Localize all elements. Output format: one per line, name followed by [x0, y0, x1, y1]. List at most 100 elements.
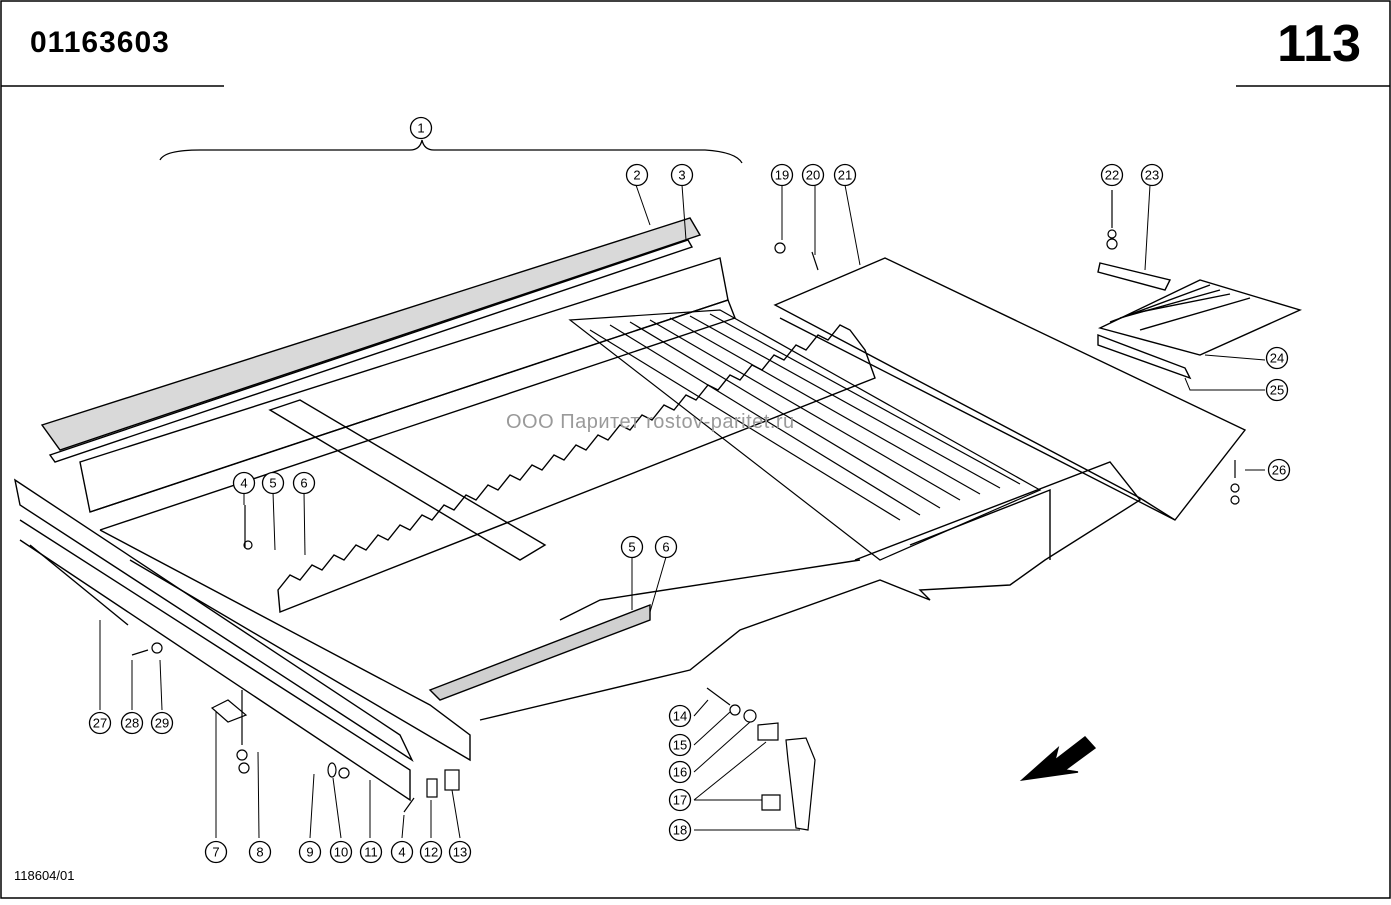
callout-circle [261, 471, 285, 495]
watermark: ООО Паритет rostov-paritet.ru [506, 411, 795, 433]
right-side-member [479, 461, 1142, 721]
callout-19: 19 [770, 163, 794, 187]
callout-circle [625, 163, 649, 187]
front-beam [428, 603, 651, 701]
callout-circle [668, 760, 692, 784]
callout-12: 12 [419, 840, 443, 864]
callout-circle [801, 163, 825, 187]
callout-25: 25 [1265, 378, 1289, 402]
callout-circle [620, 535, 644, 559]
callout-circle [120, 711, 144, 735]
callout-label: 20 [806, 168, 820, 183]
callout-label: 5 [269, 476, 276, 491]
callout-label: 5 [628, 540, 635, 555]
callout-circle [150, 711, 174, 735]
callout-18: 18 [668, 818, 692, 842]
callout-circle [770, 163, 794, 187]
clamp-strip [48, 239, 694, 463]
callout-label: 15 [673, 738, 687, 753]
callout-label: 9 [306, 845, 313, 860]
callout-circle [668, 704, 692, 728]
callout-label: 23 [1145, 168, 1159, 183]
callout-label: 14 [673, 709, 687, 724]
callout-9: 9 [298, 840, 322, 864]
callout-label: 2 [633, 168, 640, 183]
callout-circle [668, 788, 692, 812]
callout-20: 20 [801, 163, 825, 187]
callout-circle [204, 840, 228, 864]
frame-drawing [13, 190, 1302, 831]
cross-beam [268, 399, 547, 561]
callout-15: 15 [668, 733, 692, 757]
callout-label: 28 [125, 716, 139, 731]
callout-circle [670, 163, 694, 187]
callout-circle [419, 840, 443, 864]
callout-circle [232, 471, 256, 495]
callout-29: 29 [150, 711, 174, 735]
callout-label: 21 [838, 168, 852, 183]
callout-label: 26 [1272, 463, 1286, 478]
callout-circle [448, 840, 472, 864]
callout-label: 11 [364, 845, 378, 860]
left-side-member [99, 529, 471, 762]
assembly-bracket [159, 139, 743, 164]
callout-label: 3 [678, 168, 685, 183]
page-number: 113 [1277, 15, 1361, 73]
slat-strip [1097, 333, 1192, 380]
callout-label: 12 [424, 845, 438, 860]
callout-17: 17 [668, 788, 692, 812]
callout-26: 26 [1267, 458, 1291, 482]
callout-label: 1 [417, 121, 424, 136]
callout-1: 1 [409, 116, 433, 140]
slat-panel [1097, 279, 1302, 356]
callout-24: 24 [1265, 346, 1289, 370]
callout-label: 6 [662, 540, 669, 555]
callout-circle [1140, 163, 1164, 187]
callout-4: 4 [390, 840, 414, 864]
callout-circle [359, 840, 383, 864]
callout-label: 17 [673, 793, 687, 808]
sealing-strip [40, 217, 702, 451]
callout-10: 10 [329, 840, 353, 864]
callout-label: 24 [1270, 351, 1284, 366]
callout-circle [654, 535, 678, 559]
callout-label: 25 [1270, 383, 1284, 398]
callout-7: 7 [204, 840, 228, 864]
callout-circle [1100, 163, 1124, 187]
callout-circle [668, 733, 692, 757]
cover-plate [773, 257, 1247, 521]
callout-8: 8 [248, 840, 272, 864]
callout-28: 28 [120, 711, 144, 735]
callout-6: 6 [292, 471, 316, 495]
callout-22: 22 [1100, 163, 1124, 187]
callout-circle [1265, 346, 1289, 370]
callout-circle [298, 840, 322, 864]
callout-label: 8 [256, 845, 263, 860]
callout-label: 4 [240, 476, 247, 491]
callout-circle [409, 116, 433, 140]
callout-label: 27 [93, 716, 107, 731]
callout-circle [668, 818, 692, 842]
callout-label: 29 [155, 716, 169, 731]
callout-label: 4 [398, 845, 405, 860]
callout-circle [390, 840, 414, 864]
callout-label: 16 [673, 765, 687, 780]
callout-5: 5 [261, 471, 285, 495]
callout-label: 19 [775, 168, 789, 183]
fasteners [131, 190, 1240, 831]
link-lever [785, 737, 816, 831]
callout-4: 4 [232, 471, 256, 495]
callout-2: 2 [625, 163, 649, 187]
callout-14: 14 [668, 704, 692, 728]
callout-label: 22 [1105, 168, 1119, 183]
leader-lines [99, 184, 1266, 839]
direction-arrow [1019, 736, 1097, 782]
grate [568, 309, 1042, 561]
callout-3: 3 [670, 163, 694, 187]
callout-label: 13 [453, 845, 467, 860]
callout-23: 23 [1140, 163, 1164, 187]
callout-16: 16 [668, 760, 692, 784]
